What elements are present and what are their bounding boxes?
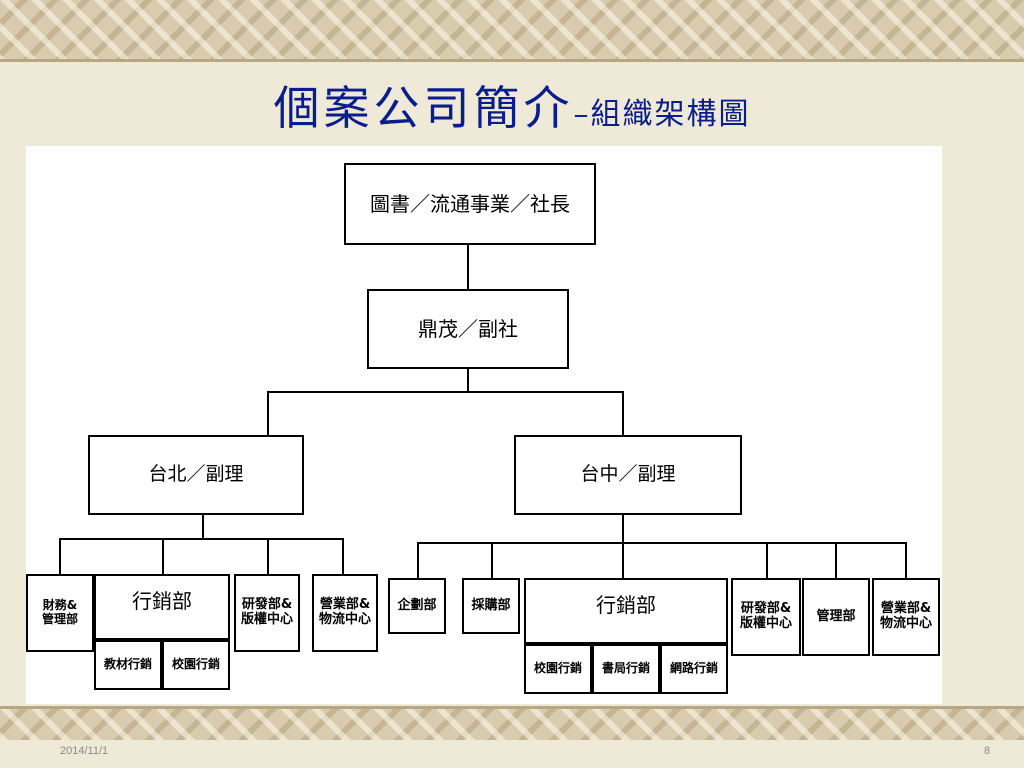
connector-line [267,391,269,435]
connector-line [467,368,469,392]
org-node-taichung-online-marketing: 網路行銷 [660,644,728,694]
connector-line [467,244,469,289]
org-node-vice-president: 鼎茂／副社 [367,289,569,369]
org-chart: 圖書／流通事業／社長 鼎茂／副社 台北／副理 財務& 管理部 行銷部 教材行銷 … [26,146,942,704]
org-node-taipei-manager: 台北／副理 [88,435,304,515]
connector-line [622,391,624,435]
org-node-taichung-sales: 營業部& 物流中心 [872,578,940,656]
connector-line [417,542,419,578]
connector-line [59,538,61,574]
decorative-top-band [0,0,1024,62]
connector-line [417,542,906,544]
connector-line [162,538,164,574]
connector-line [342,538,344,574]
org-node-taichung-manager: 台中／副理 [514,435,742,515]
org-node-label: 研發部& 版權中心 [739,601,792,631]
org-node-president: 圖書／流通事業／社長 [344,163,596,245]
org-node-taichung-rnd: 研發部& 版權中心 [731,578,801,656]
org-node-label: 營業部& 物流中心 [879,601,932,631]
slide-page-number: 8 [984,745,991,757]
org-node-taichung-campus-marketing: 校園行銷 [524,644,592,694]
org-node-taipei-sales: 營業部& 物流中心 [312,574,378,652]
org-node-taichung-planning: 企劃部 [388,578,446,634]
connector-line [267,391,623,393]
org-node-taichung-marketing: 行銷部 [524,578,728,644]
slide-title-main: 個案公司簡介 [273,81,574,135]
connector-line [766,542,768,578]
org-node-taipei-marketing: 行銷部 [94,574,230,640]
org-node-taichung-bookstore-marketing: 書局行銷 [592,644,660,694]
slide-title-sub: –組織架構圖 [573,97,751,132]
connector-line [202,514,204,539]
org-node-label: 研發部& 版權中心 [240,597,293,627]
org-node-taipei-campus-marketing: 校園行銷 [162,640,230,690]
connector-line [835,542,837,578]
slide-title: 個案公司簡介–組織架構圖 [0,72,1024,138]
org-node-taipei-rnd: 研發部& 版權中心 [234,574,300,652]
org-node-taichung-management: 管理部 [802,578,870,656]
org-node-label: 財務& 管理部 [41,598,78,626]
connector-line [622,514,624,543]
connector-line [267,538,269,574]
org-node-label: 營業部& 物流中心 [318,597,371,627]
org-node-taipei-finance: 財務& 管理部 [26,574,94,652]
org-node-taichung-purchasing: 採購部 [462,578,520,634]
connector-line [491,542,493,578]
connector-line [622,542,624,578]
slide-date: 2014/11/1 [60,745,109,757]
connector-line [59,538,344,540]
connector-line [905,542,907,578]
org-node-taipei-textbook-marketing: 教材行銷 [94,640,162,690]
decorative-bottom-band [0,706,1024,740]
